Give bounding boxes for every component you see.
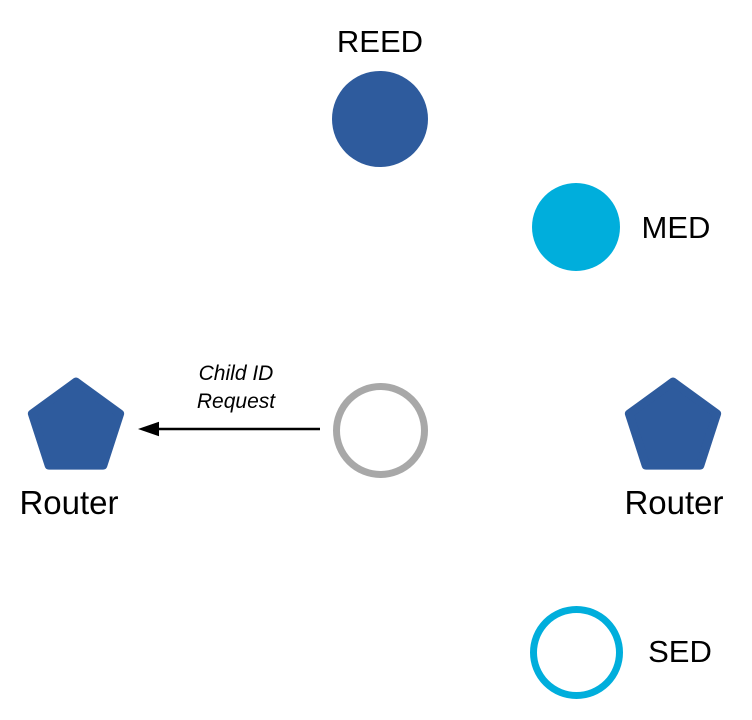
router-right-label: Router	[624, 484, 724, 521]
med-node-circle	[532, 183, 620, 271]
arrow-head-icon	[138, 421, 159, 437]
router-left-label: Router	[19, 484, 119, 521]
joiner-node-circle	[333, 383, 428, 478]
reed-label: REED	[336, 24, 424, 59]
router-left-pentagon-icon	[27, 377, 125, 470]
sed-node-circle	[530, 606, 623, 699]
med-label: MED	[641, 210, 711, 245]
reed-node-circle	[332, 71, 428, 167]
child-id-request-arrow	[138, 421, 320, 437]
child-id-request-edge-label: Child ID Request	[196, 362, 276, 413]
sed-label: SED	[648, 634, 712, 669]
router-right-pentagon-icon	[624, 377, 722, 470]
